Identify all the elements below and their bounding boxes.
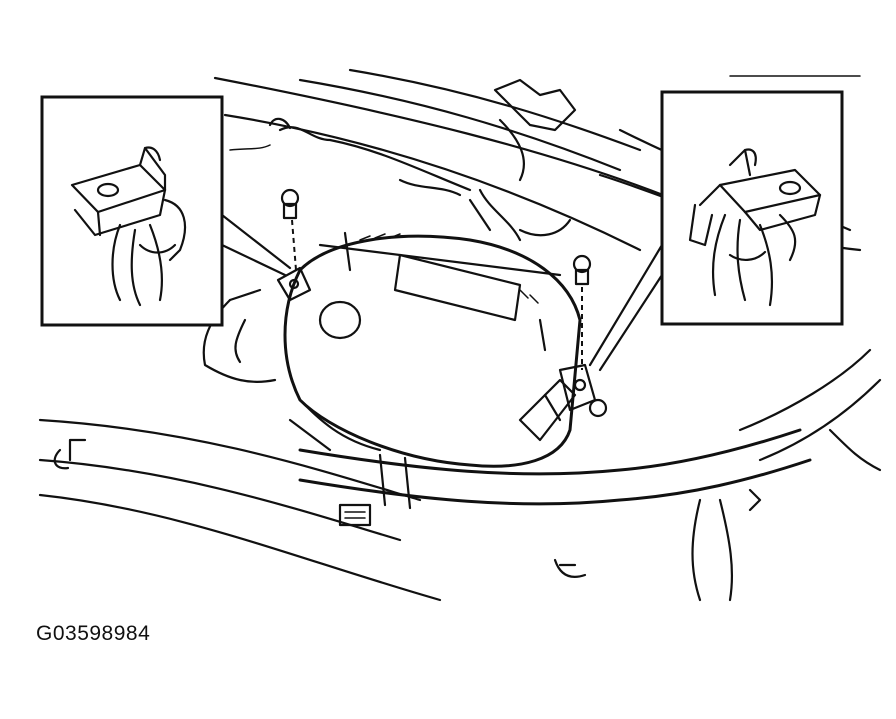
right-bracket-clip-detail [688, 148, 822, 307]
bolt-right [572, 254, 592, 370]
wiring-harness [229, 78, 577, 242]
figure-id-label: G03598984 [36, 622, 151, 645]
left-detail-box [40, 95, 224, 327]
dashboard-structure [38, 68, 882, 602]
left-bracket [276, 266, 312, 302]
left-bracket-clip-detail [70, 146, 187, 307]
right-bracket [558, 363, 608, 418]
bolt-left [280, 188, 300, 271]
airbag-module [283, 231, 582, 468]
right-detail-box [660, 90, 844, 326]
callout-lines [220, 213, 664, 372]
